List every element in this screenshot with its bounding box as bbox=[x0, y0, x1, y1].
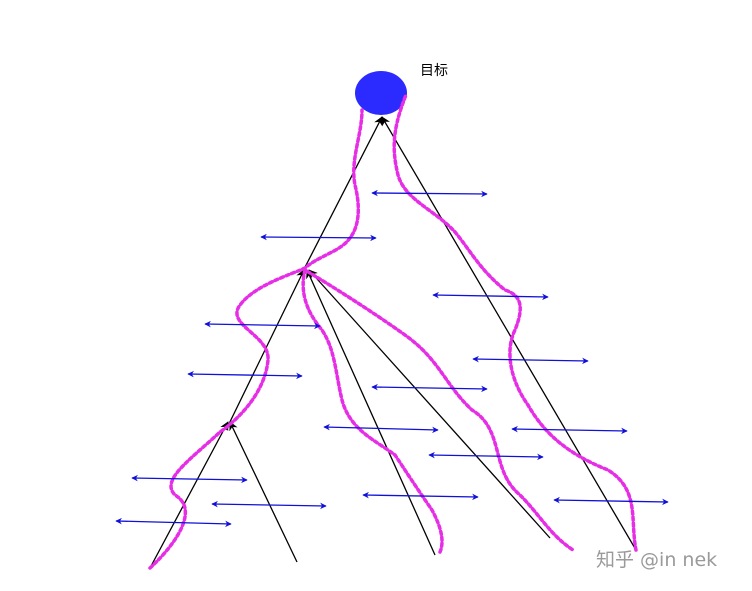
branch-low-left bbox=[149, 421, 229, 569]
tree-branches bbox=[149, 116, 637, 569]
double-arrow bbox=[371, 383, 488, 393]
double-arrow bbox=[428, 451, 544, 461]
branch-mid-right bbox=[308, 269, 551, 539]
double-arrow bbox=[204, 320, 321, 330]
double-arrow bbox=[362, 491, 479, 501]
double-arrow bbox=[323, 423, 439, 434]
branch-root-left bbox=[300, 116, 383, 276]
branch-low-right bbox=[229, 421, 298, 563]
goal-label: 目标 bbox=[420, 63, 448, 79]
dotted-path-right bbox=[392, 93, 638, 552]
double-arrow bbox=[371, 189, 488, 198]
branch-root-right bbox=[381, 116, 637, 551]
double-arrows bbox=[115, 189, 669, 528]
watermark-text: 知乎 @in nek bbox=[596, 549, 717, 571]
branch-mid-center bbox=[306, 269, 436, 556]
double-arrow bbox=[432, 291, 549, 301]
double-arrow bbox=[187, 370, 303, 380]
double-arrow bbox=[553, 496, 669, 506]
double-arrow bbox=[260, 233, 377, 242]
dotted-path-left bbox=[148, 108, 364, 570]
double-arrow bbox=[472, 355, 589, 365]
double-arrow bbox=[211, 500, 327, 510]
goal-node bbox=[355, 71, 407, 115]
dotted-path-middle bbox=[301, 267, 575, 554]
dotted-paths bbox=[148, 93, 638, 570]
double-arrow bbox=[131, 474, 248, 484]
double-arrow bbox=[511, 425, 628, 435]
double-arrow bbox=[115, 517, 232, 528]
